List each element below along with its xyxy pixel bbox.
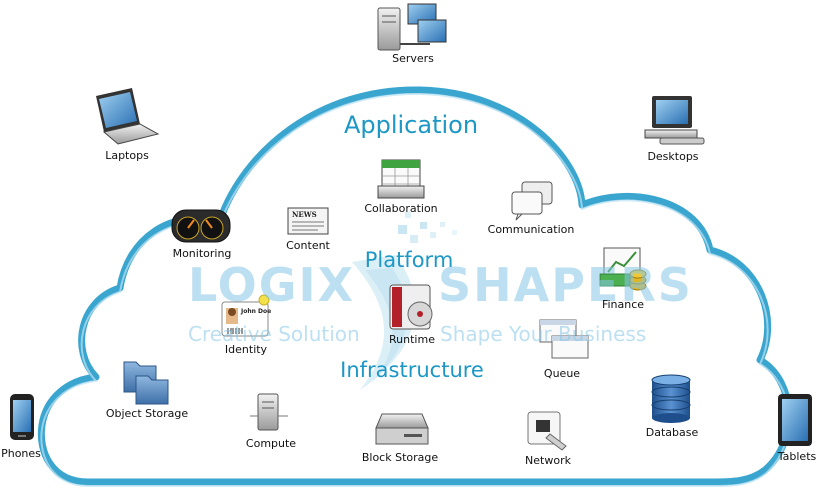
label-runtime: Runtime — [389, 333, 435, 346]
collaboration-icon — [377, 159, 425, 199]
label-laptops: Laptops — [105, 149, 149, 162]
label-block-storage: Block Storage — [361, 451, 439, 464]
database-icon — [651, 374, 691, 423]
communication-icon — [511, 181, 553, 221]
object-storage-icon — [123, 361, 169, 405]
label-compute: Compute — [245, 437, 297, 450]
label-finance: Finance — [601, 298, 645, 311]
compute-icon — [250, 393, 288, 431]
label-network: Network — [525, 454, 571, 467]
watermark-brand-left: LOGIX — [188, 258, 356, 312]
label-tablets: Tablets — [777, 450, 817, 463]
label-identity: Identity — [224, 343, 268, 356]
label-desktops: Desktops — [647, 150, 699, 163]
layer-platform: Platform — [364, 248, 454, 272]
watermark-tagline-left: Creative Solution — [188, 322, 360, 346]
label-object-storage: Object Storage — [105, 407, 189, 420]
finance-icon — [599, 247, 647, 291]
label-content: Content — [286, 239, 330, 252]
label-queue: Queue — [543, 367, 581, 380]
desktop-icon — [644, 96, 705, 145]
laptop-icon — [96, 88, 160, 145]
label-monitoring: Monitoring — [172, 247, 232, 260]
label-collaboration: Collaboration — [364, 202, 438, 215]
label-servers: Servers — [392, 52, 434, 65]
queue-icon — [539, 319, 589, 359]
watermark-brand-right: SHAPERS — [438, 258, 693, 312]
label-phones: Phones — [1, 447, 41, 460]
network-icon — [527, 411, 567, 451]
phone-icon — [10, 394, 34, 440]
layer-application: Application — [343, 111, 479, 139]
news-label: NEWS — [292, 210, 317, 219]
label-database: Database — [645, 426, 699, 439]
block-storage-icon — [375, 413, 429, 445]
content-icon: NEWS — [287, 207, 329, 235]
label-communication: Communication — [487, 223, 575, 236]
monitoring-icon — [171, 209, 231, 243]
watermark-tagline-right: Shape Your Business — [440, 322, 647, 346]
layer-infrastructure: Infrastructure — [340, 358, 484, 382]
tablet-icon — [778, 394, 812, 446]
identity-icon: John Doe — [221, 294, 271, 337]
servers-icon — [377, 3, 447, 51]
runtime-icon — [389, 284, 433, 330]
badge-name: John Doe — [240, 308, 271, 315]
